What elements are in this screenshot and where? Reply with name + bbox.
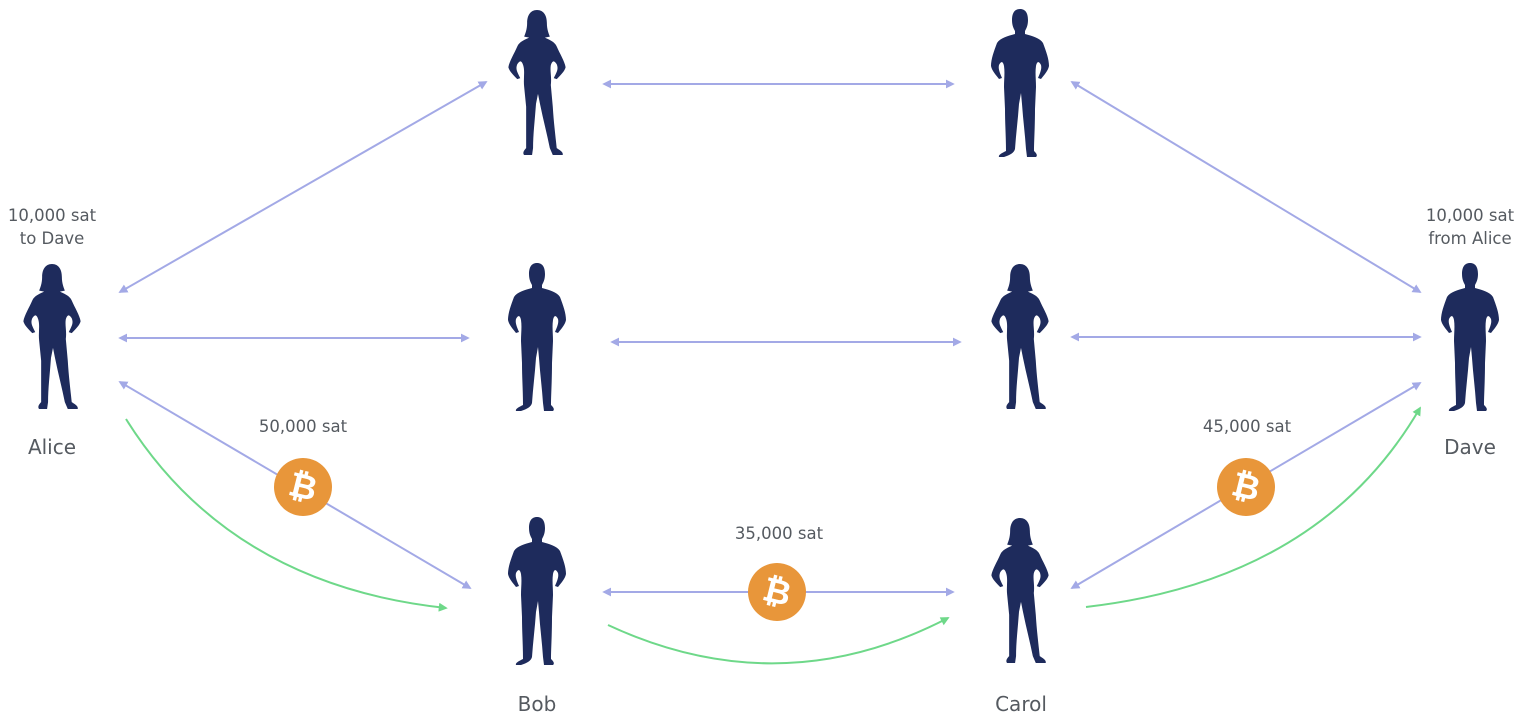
name-bob: Bob <box>517 692 557 716</box>
alice-note-line1: 10,000 sat <box>7 206 97 225</box>
person-alice-icon <box>23 264 81 410</box>
payment-carol-dave <box>1085 406 1421 608</box>
alice-note: 10,000 sat to Dave <box>0 204 112 250</box>
person-mid-right-icon <box>991 264 1049 410</box>
person-top-left-icon <box>508 10 566 156</box>
name-alice: Alice <box>27 435 77 459</box>
channel-topright-dave <box>1070 81 1422 293</box>
alice-note-line2: to Dave <box>19 229 85 248</box>
person-bob-icon <box>508 517 566 665</box>
channel-arrows <box>118 79 1422 597</box>
amount-alice-bob: 50,000 sat <box>258 417 348 436</box>
payment-alice-bob <box>125 418 448 612</box>
name-dave: Dave <box>1444 435 1496 459</box>
amount-carol-dave: 45,000 sat <box>1202 417 1292 436</box>
payment-route <box>125 406 1421 665</box>
channel-alice-topleft <box>118 81 488 293</box>
person-top-right-icon <box>991 9 1049 157</box>
person-carol-icon <box>991 518 1049 664</box>
amount-bob-carol: 35,000 sat <box>734 524 824 543</box>
dave-note-line2: from Alice <box>1428 229 1512 248</box>
person-dave-icon <box>1441 263 1499 411</box>
name-carol: Carol <box>995 692 1047 716</box>
dave-note: 10,000 sat from Alice <box>1410 204 1528 250</box>
dave-note-line1: 10,000 sat <box>1425 206 1515 225</box>
person-mid-left-icon <box>508 263 566 411</box>
payment-bob-carol <box>607 617 950 665</box>
